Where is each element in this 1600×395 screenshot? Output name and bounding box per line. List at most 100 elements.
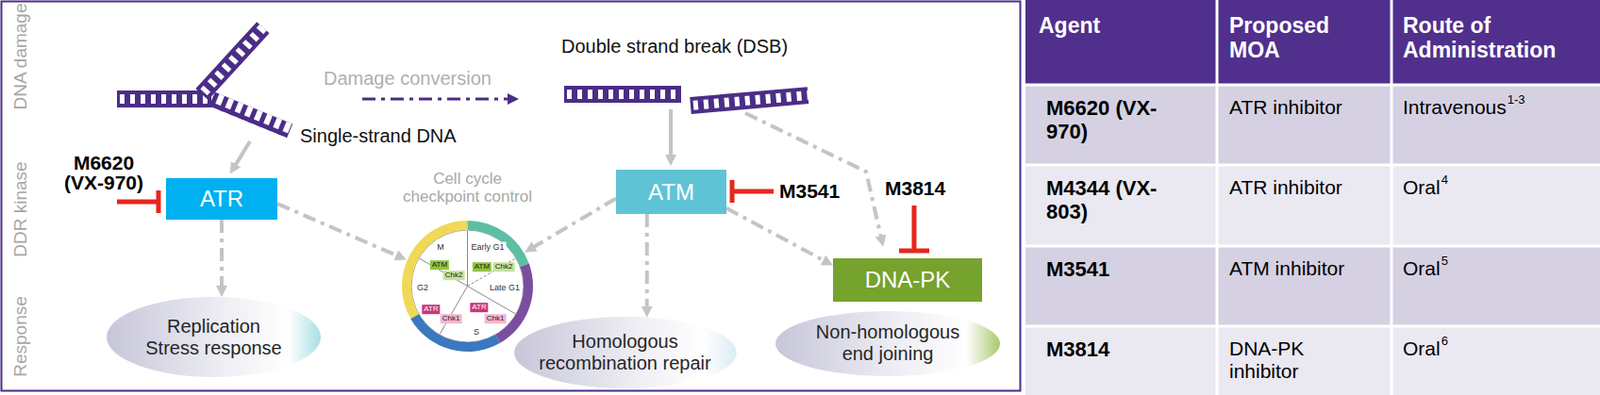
structure-label: Single-strand DNA <box>300 125 457 148</box>
table-grid <box>1025 325 1600 329</box>
table-cell: M3814 <box>1046 337 1188 362</box>
inhibitor-name: M3541 <box>779 180 840 203</box>
cell-cycle-ring <box>495 264 534 344</box>
phase-label: Early G1 <box>468 242 506 253</box>
node-text: DNA-PK <box>865 266 951 294</box>
cell-cycle-heading: Cell cycle checkpoint control <box>394 169 542 207</box>
table-row <box>1025 326 1600 395</box>
response-ellipse: Replication Stress response <box>106 297 321 378</box>
table-cell: Oral <box>1402 337 1441 361</box>
signal-arrow <box>219 219 224 288</box>
dna-duplex <box>116 90 212 108</box>
single-strand-dna <box>206 91 293 139</box>
reference-number: 6 <box>1441 334 1449 350</box>
dna-duplex <box>689 86 809 115</box>
table-cell: Oral <box>1402 176 1441 200</box>
protein-chip: Chk2 <box>443 270 466 281</box>
protein-chip: Chk1 <box>440 314 463 324</box>
dna-duplex <box>195 21 269 100</box>
protein-chip: Chk1 <box>484 314 507 324</box>
response-ellipse: Homologous recombination repair <box>514 316 737 389</box>
table-header-cell: Proposed MOA <box>1229 13 1362 64</box>
signal-arrow <box>645 214 650 309</box>
kinase-box: ATR <box>166 178 278 220</box>
inhibitor-bar <box>730 180 735 203</box>
table-cell: ATM inhibitor <box>1229 257 1381 281</box>
signal-arrow <box>533 198 617 248</box>
band-label: DDR kinase <box>10 161 32 257</box>
process-label: Damage conversion <box>323 67 492 90</box>
phase-label: Late G1 <box>487 283 522 294</box>
table-row <box>1025 165 1600 247</box>
reference-number: 4 <box>1441 173 1449 188</box>
inhibitor-line <box>732 189 774 195</box>
band-label: DNA damage <box>10 2 32 110</box>
single-strand-dna <box>206 91 293 139</box>
inhibitor-name: M6620 (VX-970) <box>56 152 151 193</box>
phase-divider <box>439 286 467 335</box>
table-header-cell: Agent <box>1038 13 1200 38</box>
node-text: ATR <box>200 185 244 213</box>
table-row <box>1025 246 1600 327</box>
dna-duplex <box>689 86 809 115</box>
table-cell: Intravenous <box>1402 96 1507 119</box>
table-header <box>1025 0 1600 85</box>
inhibitor-bar <box>156 190 162 214</box>
kinase-box: DNA-PK <box>833 258 983 302</box>
response-ellipse: Non-homologous end joining <box>775 311 1000 377</box>
response-ellipse <box>775 311 1000 377</box>
signal-arrow <box>726 208 825 262</box>
protein-chip: ATM <box>472 262 492 272</box>
inhibitor-line <box>912 205 917 251</box>
table-cell: ATR inhibitor <box>1229 176 1381 200</box>
table-grid <box>1025 245 1600 249</box>
dna-duplex <box>564 85 682 103</box>
phase-label: M <box>434 242 447 253</box>
phase-divider <box>466 231 468 287</box>
dna-duplex <box>564 85 682 103</box>
protein-chip: ATR <box>469 302 488 313</box>
band-label: Response <box>10 296 32 378</box>
table-cell: M4344 (VX-803) <box>1046 176 1188 225</box>
table-cell: ATR inhibitor <box>1229 96 1381 119</box>
phase-label: G2 <box>415 283 431 294</box>
table-row <box>1025 84 1600 166</box>
table-grid <box>1025 83 1600 87</box>
response-ellipse <box>106 297 321 378</box>
reference-number: 1-3 <box>1507 93 1526 108</box>
table-header-cell: Route of Administration <box>1402 13 1592 64</box>
inhibitor-name: M3814 <box>884 177 946 200</box>
phase-label: S <box>471 327 482 338</box>
node-text: ATM <box>648 179 695 206</box>
damage-arrow <box>234 141 250 167</box>
cell-cycle-ring <box>467 220 530 267</box>
response-ellipse <box>514 316 737 389</box>
damage-arrow <box>745 113 882 238</box>
panel-border <box>1 1 1021 392</box>
table-cell: M6620 (VX-970) <box>1046 96 1188 145</box>
table-grid <box>1390 0 1394 395</box>
table-grid <box>1216 0 1219 395</box>
table-cell: DNA-PK inhibitor <box>1229 337 1362 384</box>
damage-arrow <box>668 109 673 157</box>
reference-number: 5 <box>1441 254 1449 269</box>
node-text: Replication Stress response <box>143 316 285 360</box>
structure-label: Double strand break (DSB) <box>561 35 788 58</box>
dna-duplex <box>195 21 269 100</box>
protein-chip: ATR <box>421 304 440 315</box>
cell-cycle-ring <box>401 220 468 320</box>
inhibitor-line <box>116 200 159 205</box>
kinase-box: ATM <box>616 169 727 215</box>
table-grid <box>1025 164 1600 167</box>
signal-arrow <box>277 203 399 256</box>
dna-duplex <box>116 90 212 108</box>
protein-chip: ATM <box>430 260 450 270</box>
conversion-arrow <box>362 98 510 101</box>
node-text: Homologous recombination repair <box>528 331 722 375</box>
cell-cycle-disc <box>411 230 524 343</box>
table-cell: Oral <box>1402 257 1441 281</box>
protein-chip: Chk2 <box>493 262 516 272</box>
node-text: Non-homologous end joining <box>807 321 968 366</box>
inhibitor-bar <box>899 249 930 254</box>
